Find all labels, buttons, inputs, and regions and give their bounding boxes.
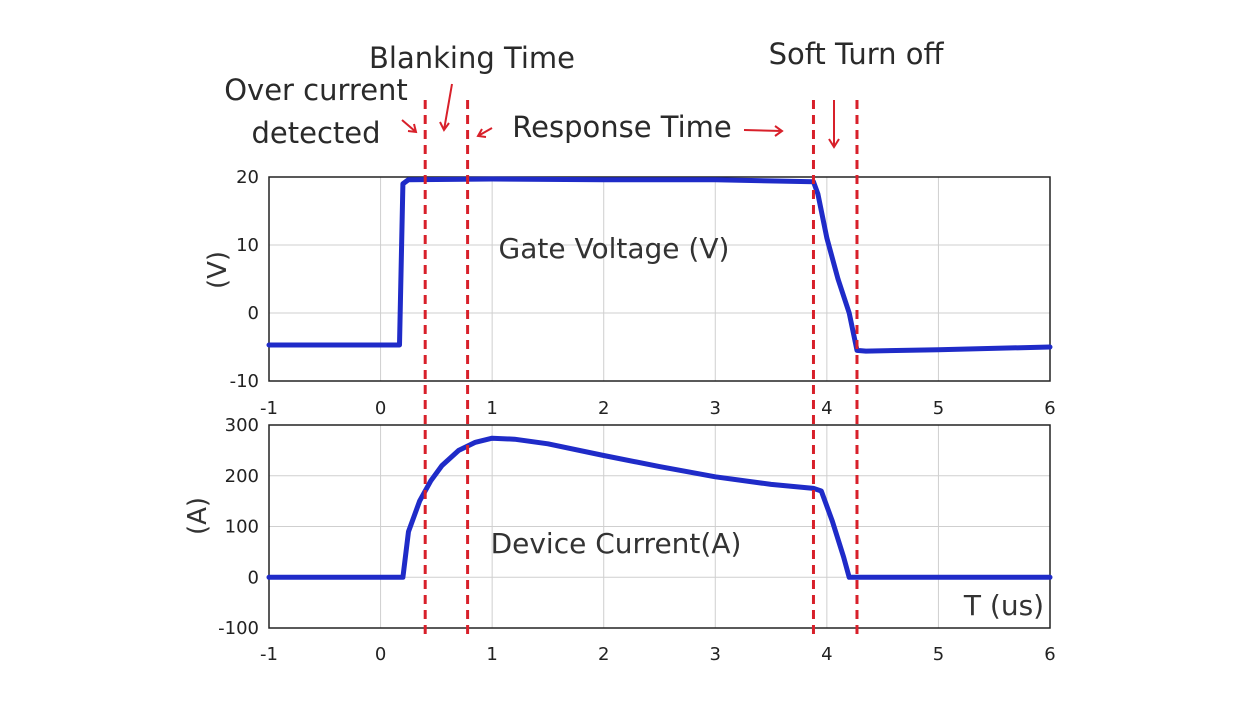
arrow-soft-turn-off bbox=[828, 100, 840, 149]
device-current-x-tick-label: 4 bbox=[821, 644, 832, 665]
device-current-x-tick-label: 2 bbox=[598, 644, 609, 665]
gate-voltage-x-tick-label: 0 bbox=[375, 398, 386, 419]
gate-voltage-x-tick-label: 2 bbox=[598, 398, 609, 419]
device-current-y-tick-label: 0 bbox=[248, 567, 259, 588]
gate-voltage-x-tick-label: 6 bbox=[1044, 398, 1055, 419]
gate-voltage-y-tick-label: -10 bbox=[230, 371, 259, 392]
gate-voltage-x-tick-label: 1 bbox=[486, 398, 497, 419]
device-current-y-tick-label: 100 bbox=[225, 517, 259, 538]
gate-voltage-frame bbox=[268, 176, 1051, 382]
device-current-y-ticks: 300 200 100 0 -100 bbox=[218, 415, 259, 639]
device-current-x-tick-label: 5 bbox=[933, 644, 944, 665]
device-current-frame bbox=[268, 424, 1051, 629]
gate-voltage-y-tick-label: 0 bbox=[248, 303, 259, 324]
device-current-x-tick-label: 3 bbox=[710, 644, 721, 665]
annotation-arrows bbox=[401, 83, 840, 149]
device-current-y-tick-label: 300 bbox=[225, 415, 259, 436]
gate-voltage-y-ticks: 20 10 0 -10 bbox=[230, 167, 259, 392]
arrow-blanking-left bbox=[439, 83, 453, 132]
time-axis-label: T (us) bbox=[963, 589, 1044, 622]
soft-turn-off-label: Soft Turn off bbox=[769, 37, 945, 71]
gate-voltage-x-ticks: -1 0 1 2 3 4 5 6 bbox=[260, 398, 1056, 419]
device-current-trace bbox=[266, 435, 1053, 580]
arrow-response-right bbox=[743, 125, 784, 137]
over-current-label-line1: Over current bbox=[224, 73, 408, 107]
gate-voltage-y-tick-label: 10 bbox=[236, 235, 259, 256]
blanking-time-label: Blanking Time bbox=[369, 41, 575, 75]
arrow-over-current bbox=[401, 119, 418, 134]
gate-voltage-y-axis-label: (V) bbox=[203, 251, 233, 289]
gate-voltage-x-tick-label: -1 bbox=[260, 398, 278, 419]
device-current-y-tick-label: 200 bbox=[225, 466, 259, 487]
device-current-y-tick-label: -100 bbox=[218, 618, 259, 639]
gate-voltage-y-tick-label: 20 bbox=[236, 167, 259, 188]
device-current-plot: 300 200 100 0 -100 -1 0 1 2 3 4 5 6 (A) Device Curr… bbox=[183, 415, 1056, 665]
gate-voltage-series-label: Gate Voltage (V) bbox=[499, 232, 730, 265]
over-current-label-line2: detected bbox=[251, 116, 380, 150]
response-time-label: Response Time bbox=[512, 110, 731, 144]
gate-voltage-x-tick-label: 3 bbox=[710, 398, 721, 419]
device-current-x-tick-label: 1 bbox=[486, 644, 497, 665]
device-current-x-tick-label: 6 bbox=[1044, 644, 1055, 665]
gate-voltage-trace bbox=[266, 176, 1053, 354]
device-current-x-tick-label: 0 bbox=[375, 644, 386, 665]
gate-voltage-x-tick-label: 5 bbox=[933, 398, 944, 419]
device-current-y-axis-label: (A) bbox=[183, 497, 213, 535]
arrow-response-left bbox=[476, 127, 493, 138]
device-current-x-ticks: -1 0 1 2 3 4 5 6 bbox=[260, 644, 1056, 665]
device-current-x-tick-label: -1 bbox=[260, 644, 278, 665]
gate-voltage-x-tick-label: 4 bbox=[821, 398, 832, 419]
device-current-series-label: Device Current(A) bbox=[491, 527, 742, 560]
